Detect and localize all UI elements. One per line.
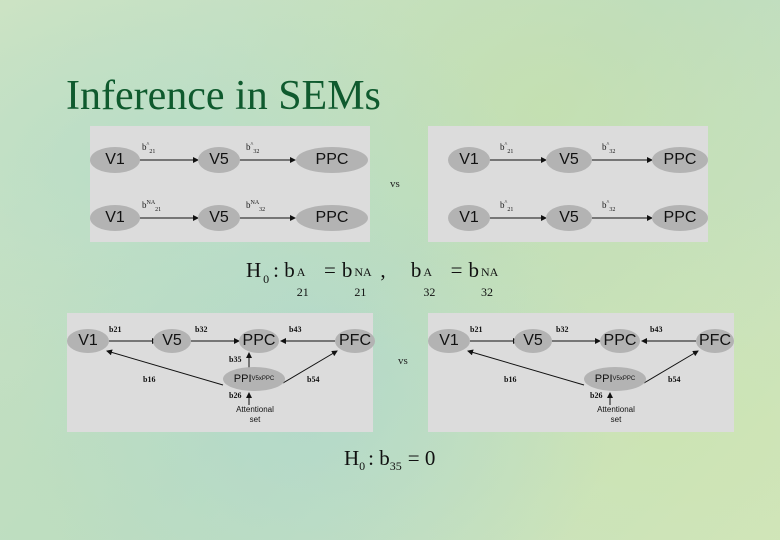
- path-label-b32-na: bNA32: [246, 200, 266, 213]
- vs-label-bottom: vs: [398, 355, 408, 367]
- bottom-right-arrows: [467, 338, 699, 405]
- node-ppc: PPC: [600, 329, 640, 353]
- path-label-b21: b^21: [500, 142, 514, 155]
- node-attentional-set: Attentional set: [236, 405, 274, 424]
- path-label-b16: b16: [504, 375, 517, 384]
- top-left-arrows: [138, 157, 296, 221]
- model-panel-top-right: V1 V5 PPC V1 V5 PPC b^21 b^32 b^21 b^32: [428, 126, 708, 242]
- path-label-b21: b^21: [500, 200, 514, 213]
- path-label-b43: b43: [650, 325, 663, 334]
- node-v1: V1: [90, 147, 140, 173]
- path-label-b16: b16: [143, 375, 156, 384]
- path-label-b21: b^21: [142, 142, 156, 155]
- top-right-arrows: [488, 157, 653, 221]
- path-label-b54: b54: [668, 375, 681, 384]
- path-label-b26: b26: [229, 391, 242, 400]
- slide-title: Inference in SEMs: [66, 73, 381, 119]
- node-v5: V5: [546, 205, 592, 231]
- node-attentional-set: Attentional set: [597, 405, 635, 424]
- node-ppc: PPC: [296, 205, 368, 231]
- node-v5: V5: [153, 329, 191, 353]
- path-label-b21: b21: [470, 325, 483, 334]
- path-label-b32: b^32: [602, 142, 616, 155]
- node-v1: V1: [448, 147, 490, 173]
- node-ppc: PPC: [239, 329, 279, 353]
- hypothesis-2: H0: b35= 0: [344, 446, 436, 473]
- path-label-b35: b35: [229, 355, 242, 364]
- node-pfc: PFC: [696, 329, 734, 353]
- path-label-b32: b32: [556, 325, 569, 334]
- bottom-left-arrows: [106, 338, 338, 405]
- node-v5: V5: [546, 147, 592, 173]
- node-v1: V1: [90, 205, 140, 231]
- node-v1: V1: [67, 329, 109, 353]
- vs-label-top: vs: [390, 178, 400, 190]
- path-label-b32: b^32: [246, 142, 260, 155]
- node-v5: V5: [198, 147, 240, 173]
- node-ppc: PPC: [652, 147, 708, 173]
- node-pfc: PFC: [335, 329, 375, 353]
- node-v5: V5: [198, 205, 240, 231]
- path-label-b26: b26: [590, 391, 603, 400]
- path-label-b32: b^32: [602, 200, 616, 213]
- path-label-b21-na: bNA21: [142, 200, 162, 213]
- path-label-b32: b32: [195, 325, 208, 334]
- node-ppc: PPC: [296, 147, 368, 173]
- path-label-b21: b21: [109, 325, 122, 334]
- path-label-b43: b43: [289, 325, 302, 334]
- path-label-b54: b54: [307, 375, 320, 384]
- node-v5: V5: [514, 329, 552, 353]
- node-v1: V1: [448, 205, 490, 231]
- node-v1: V1: [428, 329, 470, 353]
- node-ppc: PPC: [652, 205, 708, 231]
- model-panel-top-left: V1 V5 PPC V1 V5 PPC b^21 b^32 bNA21 bNA3…: [90, 126, 370, 242]
